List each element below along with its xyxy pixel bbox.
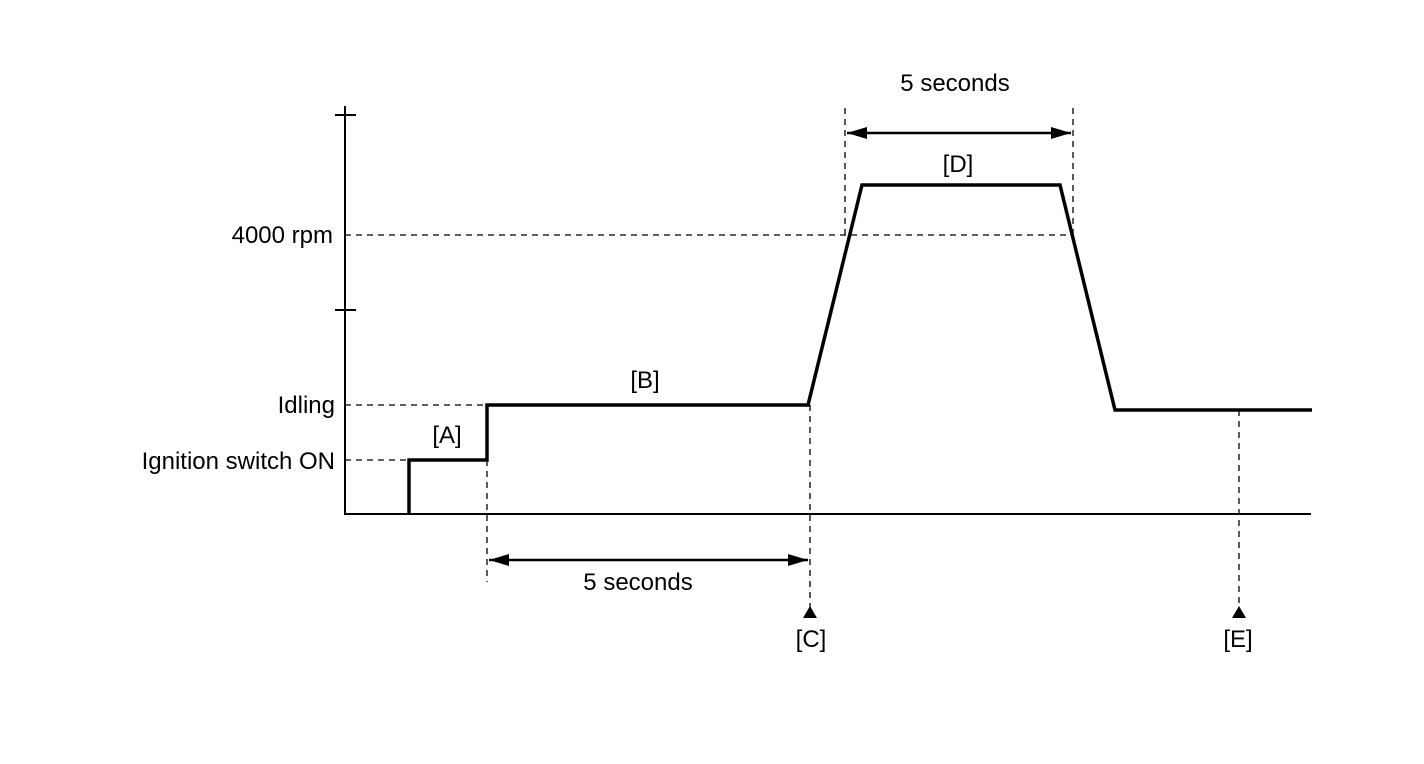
segment-a-label: [A] [432,422,461,449]
e-marker-triangle [1232,606,1246,618]
rpm-4000-label: 4000 rpm [232,222,333,249]
bottom-5-seconds-label: 5 seconds [583,569,692,596]
segment-b-label: [B] [630,367,659,394]
segment-e-label: [E] [1223,626,1252,653]
engine-speed-trace [407,183,1312,514]
idling-label: Idling [278,392,335,419]
c-marker-triangle [803,606,817,618]
segment-d-label: [D] [943,151,974,178]
segment-c-label: [C] [796,626,827,653]
ignition-switch-on-label: Ignition switch ON [142,448,335,475]
top-5-seconds-label: 5 seconds [900,70,1009,97]
